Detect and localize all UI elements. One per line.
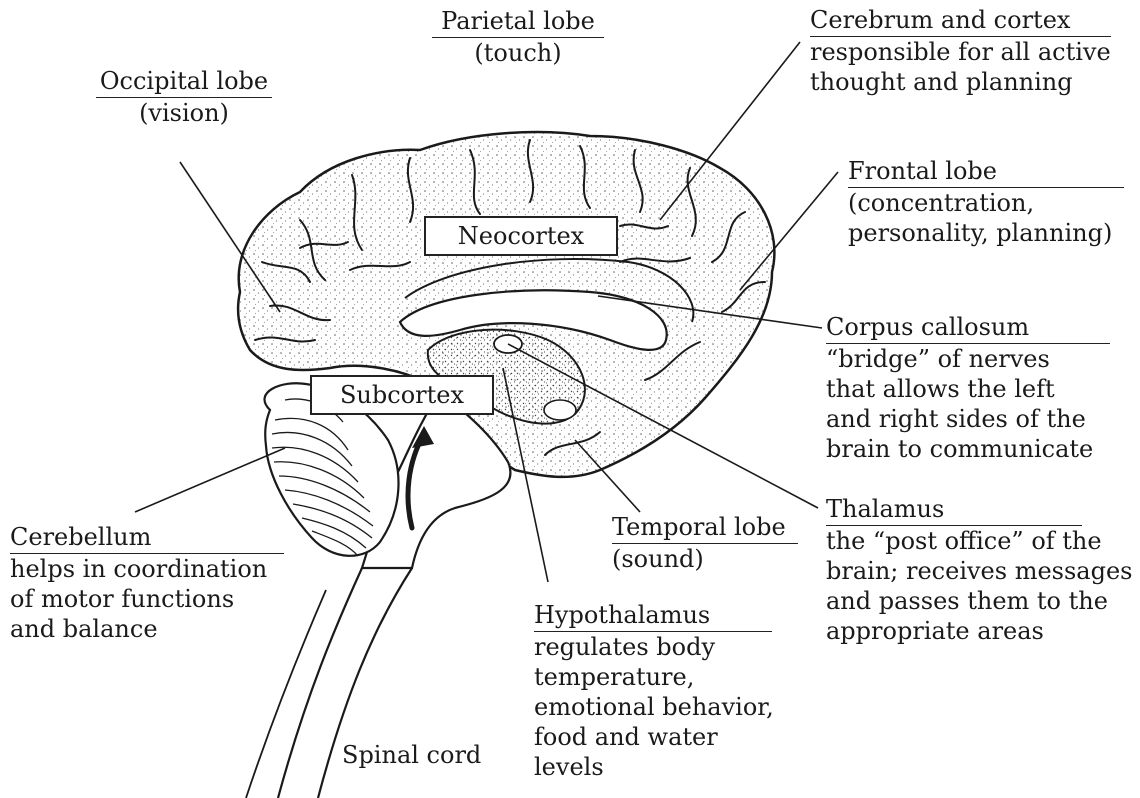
parietal-lobe-title: Parietal lobe	[432, 6, 604, 38]
cerebellum-desc: helps in coordination of motor functions…	[10, 554, 284, 644]
cerebrum-title: Cerebrum and cortex	[810, 5, 1111, 37]
temporal-lobe-desc: (sound)	[612, 544, 798, 574]
hypothalamus-desc: regulates body temperature, emotional be…	[534, 632, 774, 782]
cerebellum-title: Cerebellum	[10, 522, 284, 554]
cerebrum-desc: responsible for all active thought and p…	[810, 37, 1111, 97]
thalamus-desc: the “post office” of the brain; receives…	[826, 526, 1132, 646]
mammillary-body	[544, 400, 576, 420]
frontal-lobe-label: Frontal lobe (concentration, personality…	[848, 156, 1124, 248]
temporal-lobe-label: Temporal lobe (sound)	[612, 512, 798, 574]
thalamus-title: Thalamus	[826, 494, 1082, 526]
cerebrum-label: Cerebrum and cortex responsible for all …	[810, 5, 1111, 97]
spinal-cord-label: Spinal cord	[342, 740, 481, 770]
neocortex-label: Neocortex	[424, 216, 618, 256]
corpus-callosum-desc: “bridge” of nerves that allows the left …	[826, 344, 1110, 464]
leader-cerebellum	[135, 448, 285, 512]
occipital-lobe-desc: (vision)	[96, 98, 272, 128]
thalamus-label: Thalamus the “post office” of the brain;…	[826, 494, 1132, 646]
cerebellum-label: Cerebellum helps in coordination of moto…	[10, 522, 284, 644]
hypothalamus-label: Hypothalamus regulates body temperature,…	[534, 600, 774, 782]
temporal-lobe-title: Temporal lobe	[612, 512, 798, 544]
hypothalamus-title: Hypothalamus	[534, 600, 772, 632]
subcortex-label: Subcortex	[310, 375, 494, 415]
corpus-callosum-label: Corpus callosum “bridge” of nerves that …	[826, 312, 1110, 464]
parietal-lobe-label: Parietal lobe (touch)	[432, 6, 604, 68]
occipital-lobe-label: Occipital lobe (vision)	[96, 66, 272, 128]
occipital-lobe-title: Occipital lobe	[96, 66, 272, 98]
frontal-lobe-desc: (concentration, personality, planning)	[848, 188, 1124, 248]
parietal-lobe-desc: (touch)	[432, 38, 604, 68]
frontal-lobe-title: Frontal lobe	[848, 156, 1124, 188]
corpus-callosum-title: Corpus callosum	[826, 312, 1110, 344]
